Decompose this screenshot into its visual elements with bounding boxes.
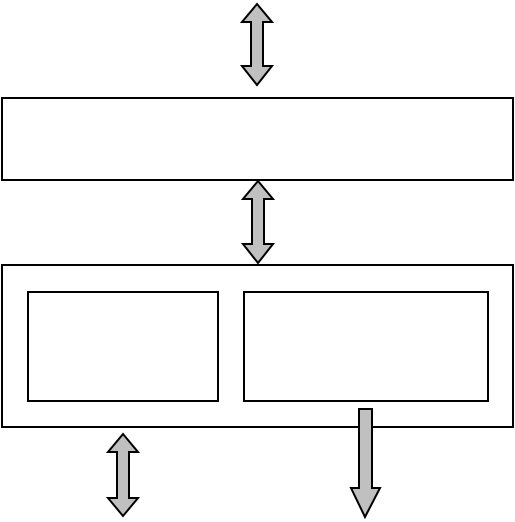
right-inner-box [243, 291, 489, 402]
bottom-right-down-arrow [349, 408, 382, 520]
left-inner-box [27, 291, 219, 402]
middle-bidirectional-arrow [240, 179, 276, 265]
bottom-left-bidirectional-arrow [105, 432, 141, 518]
top-box [1, 97, 514, 181]
top-bidirectional-arrow [239, 2, 275, 87]
